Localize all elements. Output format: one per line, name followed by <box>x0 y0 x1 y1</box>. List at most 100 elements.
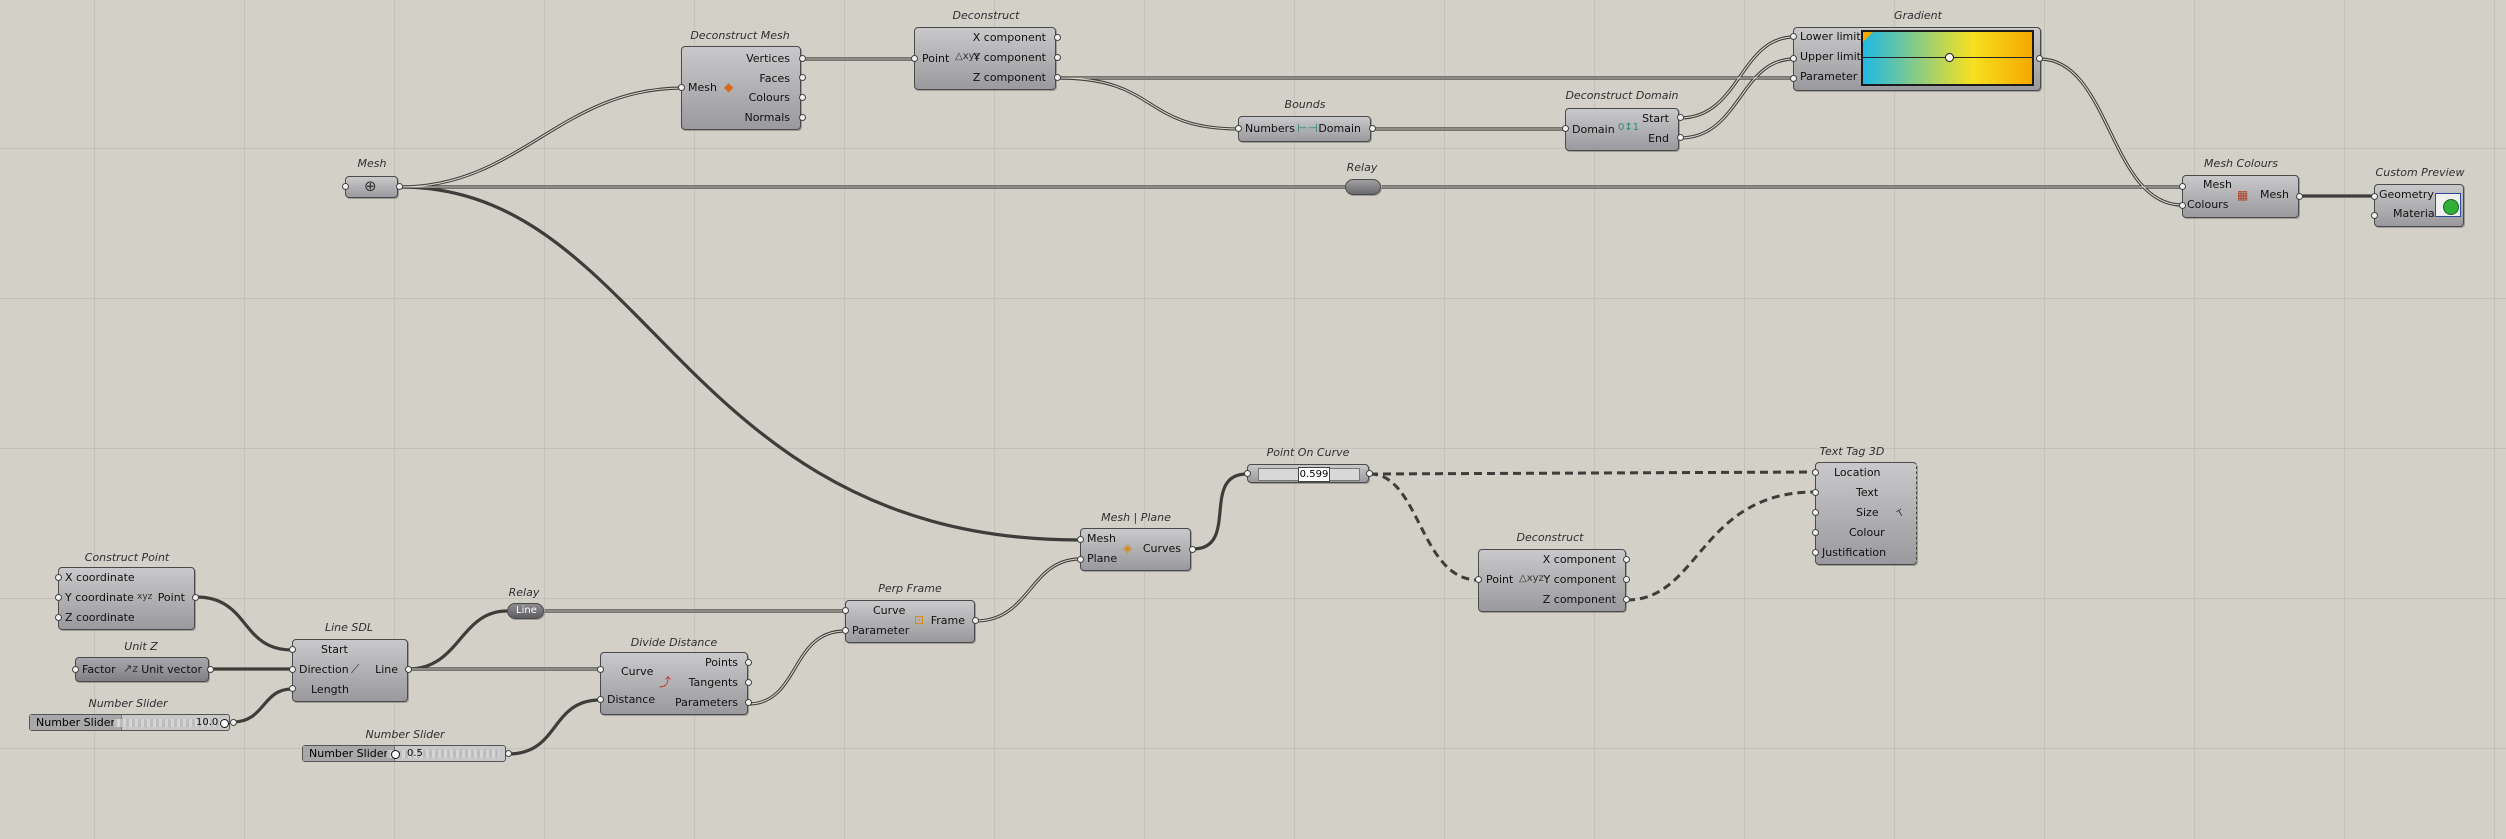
mesh-output-grip[interactable] <box>396 183 403 190</box>
output-grip[interactable] <box>207 666 214 673</box>
input-grip[interactable] <box>289 646 296 653</box>
slider-track[interactable] <box>114 719 222 727</box>
text-tag-3d[interactable]: Location Text Size Colour Justification … <box>1815 462 1917 565</box>
input-label-mesh: Mesh <box>688 81 717 94</box>
input-grip[interactable] <box>1812 469 1819 476</box>
gradient-swatch[interactable] <box>1861 30 2034 86</box>
output-grip[interactable] <box>799 94 806 101</box>
deconstruct-domain-title: Deconstruct Domain <box>1565 89 1679 102</box>
input-grip[interactable] <box>1790 33 1797 40</box>
input-label-length: Length <box>311 683 349 696</box>
output-grip[interactable] <box>799 55 806 62</box>
number-slider-length[interactable]: Number Slider 10.0 <box>29 714 230 731</box>
mesh-input-grip[interactable] <box>342 183 349 190</box>
input-label-point: Point <box>922 52 950 65</box>
construct-point[interactable]: X coordinate Y coordinate Z coordinate x… <box>58 567 195 630</box>
unit-z[interactable]: Factor ↗z Unit vector <box>75 657 209 682</box>
number-slider-distance[interactable]: Number Slider 0.5 <box>302 745 506 762</box>
line-sdl-icon: ⟋ <box>351 662 360 676</box>
perp-frame[interactable]: Curve Parameter ⊡ Frame <box>845 600 975 643</box>
output-grip[interactable] <box>1054 54 1061 61</box>
bounds[interactable]: Numbers ⊢⊣ Domain <box>1238 116 1371 142</box>
input-grip[interactable] <box>289 666 296 673</box>
input-grip[interactable] <box>1562 125 1569 132</box>
input-grip[interactable] <box>55 614 62 621</box>
input-grip[interactable] <box>2179 183 2186 190</box>
input-grip[interactable] <box>597 666 604 673</box>
input-grip[interactable] <box>842 627 849 634</box>
input-grip[interactable] <box>2371 193 2378 200</box>
deconstruct-bottom[interactable]: Point △xyz X component Y component Z com… <box>1478 549 1626 612</box>
input-label-material: Material <box>2393 207 2438 220</box>
output-grip[interactable] <box>230 719 237 726</box>
input-grip[interactable] <box>289 685 296 692</box>
divide-distance[interactable]: Curve Distance ⤴ Points Tangents Paramet… <box>600 652 748 715</box>
input-grip[interactable] <box>1812 489 1819 496</box>
gradient-handle[interactable] <box>1945 53 1954 62</box>
mesh-plane[interactable]: Mesh Plane ◈ Curves <box>1080 528 1191 571</box>
output-grip[interactable] <box>1189 546 1196 553</box>
output-grip[interactable] <box>1623 596 1630 603</box>
input-grip[interactable] <box>1812 509 1819 516</box>
input-grip[interactable] <box>597 696 604 703</box>
deconstruct-top[interactable]: Point △xyz X component Y component Z com… <box>914 27 1056 90</box>
input-grip[interactable] <box>842 607 849 614</box>
output-grip[interactable] <box>2036 55 2043 62</box>
relay-line[interactable]: Line <box>507 603 544 619</box>
slider-knob[interactable] <box>391 750 400 759</box>
input-grip[interactable] <box>1077 536 1084 543</box>
line-sdl-title: Line SDL <box>324 621 374 634</box>
point-on-curve[interactable]: 0.599 <box>1247 464 1369 483</box>
input-label-text: Text <box>1856 486 1879 499</box>
output-grip[interactable] <box>505 750 512 757</box>
output-grip[interactable] <box>2296 193 2303 200</box>
gradient[interactable]: Lower limit Upper limit Parameter <box>1793 27 2041 91</box>
output-grip[interactable] <box>972 617 979 624</box>
output-label-y: Y component <box>1543 573 1616 586</box>
output-grip[interactable] <box>745 699 752 706</box>
output-grip[interactable] <box>192 594 199 601</box>
input-grip[interactable] <box>55 594 62 601</box>
input-grip[interactable] <box>1790 75 1797 82</box>
input-grip[interactable] <box>1475 576 1482 583</box>
relay-top[interactable] <box>1345 179 1381 195</box>
deconstruct-domain[interactable]: Domain 0↕1 Start End <box>1565 108 1679 151</box>
line-sdl[interactable]: Start Direction Length ⟋ Line <box>292 639 408 702</box>
slider-knob[interactable] <box>220 719 229 728</box>
output-grip[interactable] <box>745 659 752 666</box>
input-grip[interactable] <box>1235 125 1242 132</box>
output-grip[interactable] <box>1623 556 1630 563</box>
output-grip[interactable] <box>1054 34 1061 41</box>
output-grip[interactable] <box>1366 470 1373 477</box>
gradient-corner-marker <box>1863 32 1873 42</box>
input-grip[interactable] <box>1812 549 1819 556</box>
output-grip[interactable] <box>799 114 806 121</box>
input-grip[interactable] <box>1077 556 1084 563</box>
mesh-param[interactable]: ⊕ <box>345 176 398 198</box>
output-grip[interactable] <box>1054 74 1061 81</box>
input-grip[interactable] <box>72 666 79 673</box>
output-grip[interactable] <box>405 666 412 673</box>
output-grip[interactable] <box>799 74 806 81</box>
wire-slider-to-distance <box>507 698 601 756</box>
input-grip[interactable] <box>2179 202 2186 209</box>
output-label-end: End <box>1648 132 1669 145</box>
input-grip[interactable] <box>2371 212 2378 219</box>
output-grip[interactable] <box>1623 576 1630 583</box>
input-grip[interactable] <box>1790 55 1797 62</box>
mesh-colours[interactable]: Mesh Colours ▦ Mesh <box>2182 175 2299 218</box>
deconstruct-mesh[interactable]: Mesh ◆ Vertices Faces Colours Normals <box>681 46 801 130</box>
output-grip[interactable] <box>1677 114 1684 121</box>
output-grip[interactable] <box>1677 134 1684 141</box>
input-grip[interactable] <box>1812 529 1819 536</box>
slider-track[interactable] <box>387 750 499 758</box>
custom-preview[interactable]: Geometry Material <box>2374 184 2464 227</box>
input-grip[interactable] <box>911 55 918 62</box>
output-label-vertices: Vertices <box>746 52 790 65</box>
input-grip[interactable] <box>1244 470 1251 477</box>
input-grip[interactable] <box>55 574 62 581</box>
input-grip[interactable] <box>678 84 685 91</box>
output-grip[interactable] <box>745 679 752 686</box>
wire-point-on-curve-to-location <box>1369 470 1816 476</box>
output-grip[interactable] <box>1369 125 1376 132</box>
